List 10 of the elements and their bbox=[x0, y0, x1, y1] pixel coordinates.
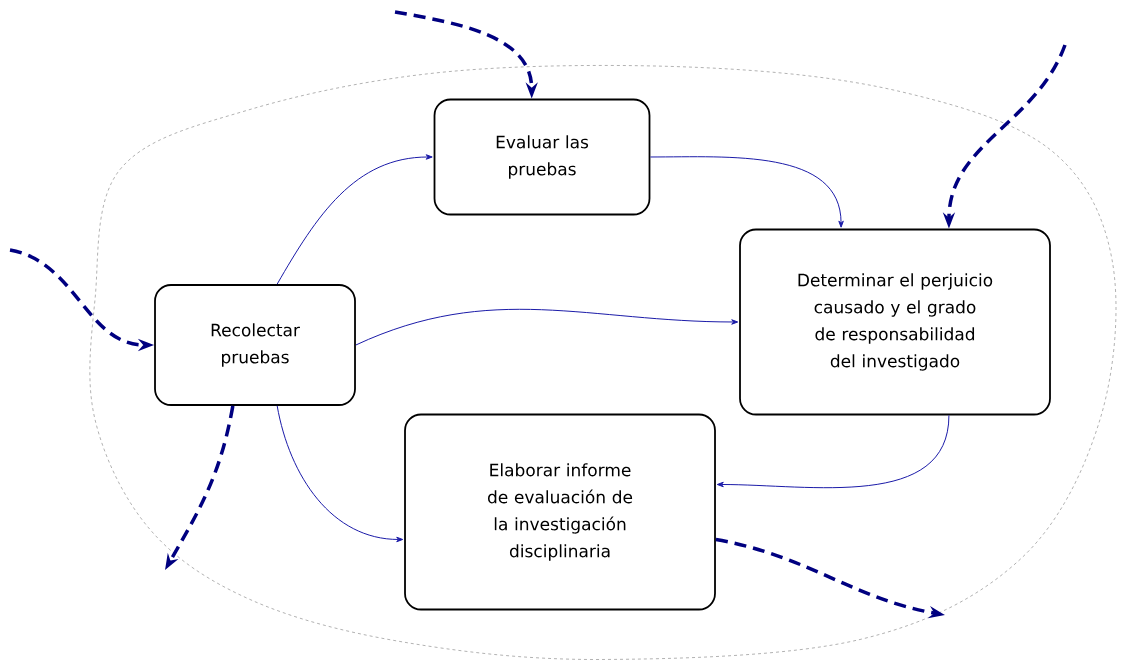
process-box: Evaluar las pruebas bbox=[433, 98, 651, 216]
arrow bbox=[649, 156, 844, 228]
process-box: Recolectar pruebas bbox=[154, 284, 356, 406]
arrow bbox=[276, 154, 433, 285]
arrow bbox=[355, 308, 739, 346]
arrow bbox=[716, 414, 950, 489]
arrow bbox=[276, 405, 404, 543]
process-box: Elaborar informe de evaluación de la investigación disciplinaria bbox=[404, 413, 716, 611]
boundary-outline bbox=[89, 64, 1117, 660]
process-box: Determinar el perjuicio causado y el grado de responsabilidad del investigado bbox=[739, 228, 1051, 416]
